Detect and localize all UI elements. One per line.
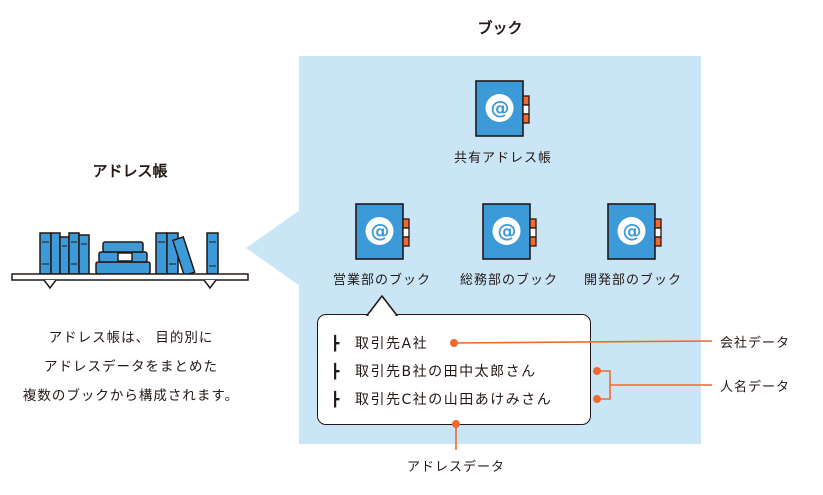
book-label-sales: 営業部のブック <box>332 273 431 288</box>
address-row: ┣ 取引先C社の山田あけみさん <box>331 389 552 409</box>
description-line: アドレス帳は、 目的別に <box>48 330 214 346</box>
address-row: ┣ 取引先A社 <box>331 333 428 353</box>
at-sign-icon: @ <box>497 220 517 242</box>
bookshelf-icon <box>11 232 249 290</box>
bubble-pointer <box>366 295 398 316</box>
at-sign-icon: @ <box>370 220 390 242</box>
shared-book-icon: @ <box>474 80 532 142</box>
at-sign-icon: @ <box>490 97 510 119</box>
shared-book-label: 共有アドレス帳 <box>453 151 552 166</box>
book-label-development: 開発部のブック <box>583 273 682 288</box>
row-text: 取引先A社 <box>355 336 429 352</box>
at-sign-icon: @ <box>622 220 642 242</box>
tree-branch-icon: ┣ <box>331 364 341 380</box>
person-data-label: 人名データ <box>720 380 791 395</box>
address-book-title: アドレス帳 <box>92 162 168 180</box>
book-icon-development: @ <box>606 203 664 265</box>
panel-pointer <box>246 210 300 286</box>
book-label-general-affairs: 総務部のブック <box>459 273 558 288</box>
address-row: ┣ 取引先B社の田中太郎さん <box>331 361 537 381</box>
tree-branch-icon: ┣ <box>331 392 341 408</box>
row-text: 取引先B社の田中太郎さん <box>355 364 537 380</box>
address-data-bubble <box>317 314 591 425</box>
tree-branch-icon: ┣ <box>331 336 341 352</box>
book-icon-sales: @ <box>354 203 412 265</box>
book-title: ブック <box>477 19 523 37</box>
description-line: アドレスデータをまとめた <box>44 359 218 375</box>
address-data-label: アドレスデータ <box>406 460 505 475</box>
row-text: 取引先C社の山田あけみさん <box>355 392 553 408</box>
book-icon-general-affairs: @ <box>481 203 539 265</box>
company-data-label: 会社データ <box>720 336 791 351</box>
address-book-description: アドレス帳は、 目的別に アドレスデータをまとめた 複数のブックから構成されます… <box>0 324 262 411</box>
description-line: 複数のブックから構成されます。 <box>22 388 240 404</box>
